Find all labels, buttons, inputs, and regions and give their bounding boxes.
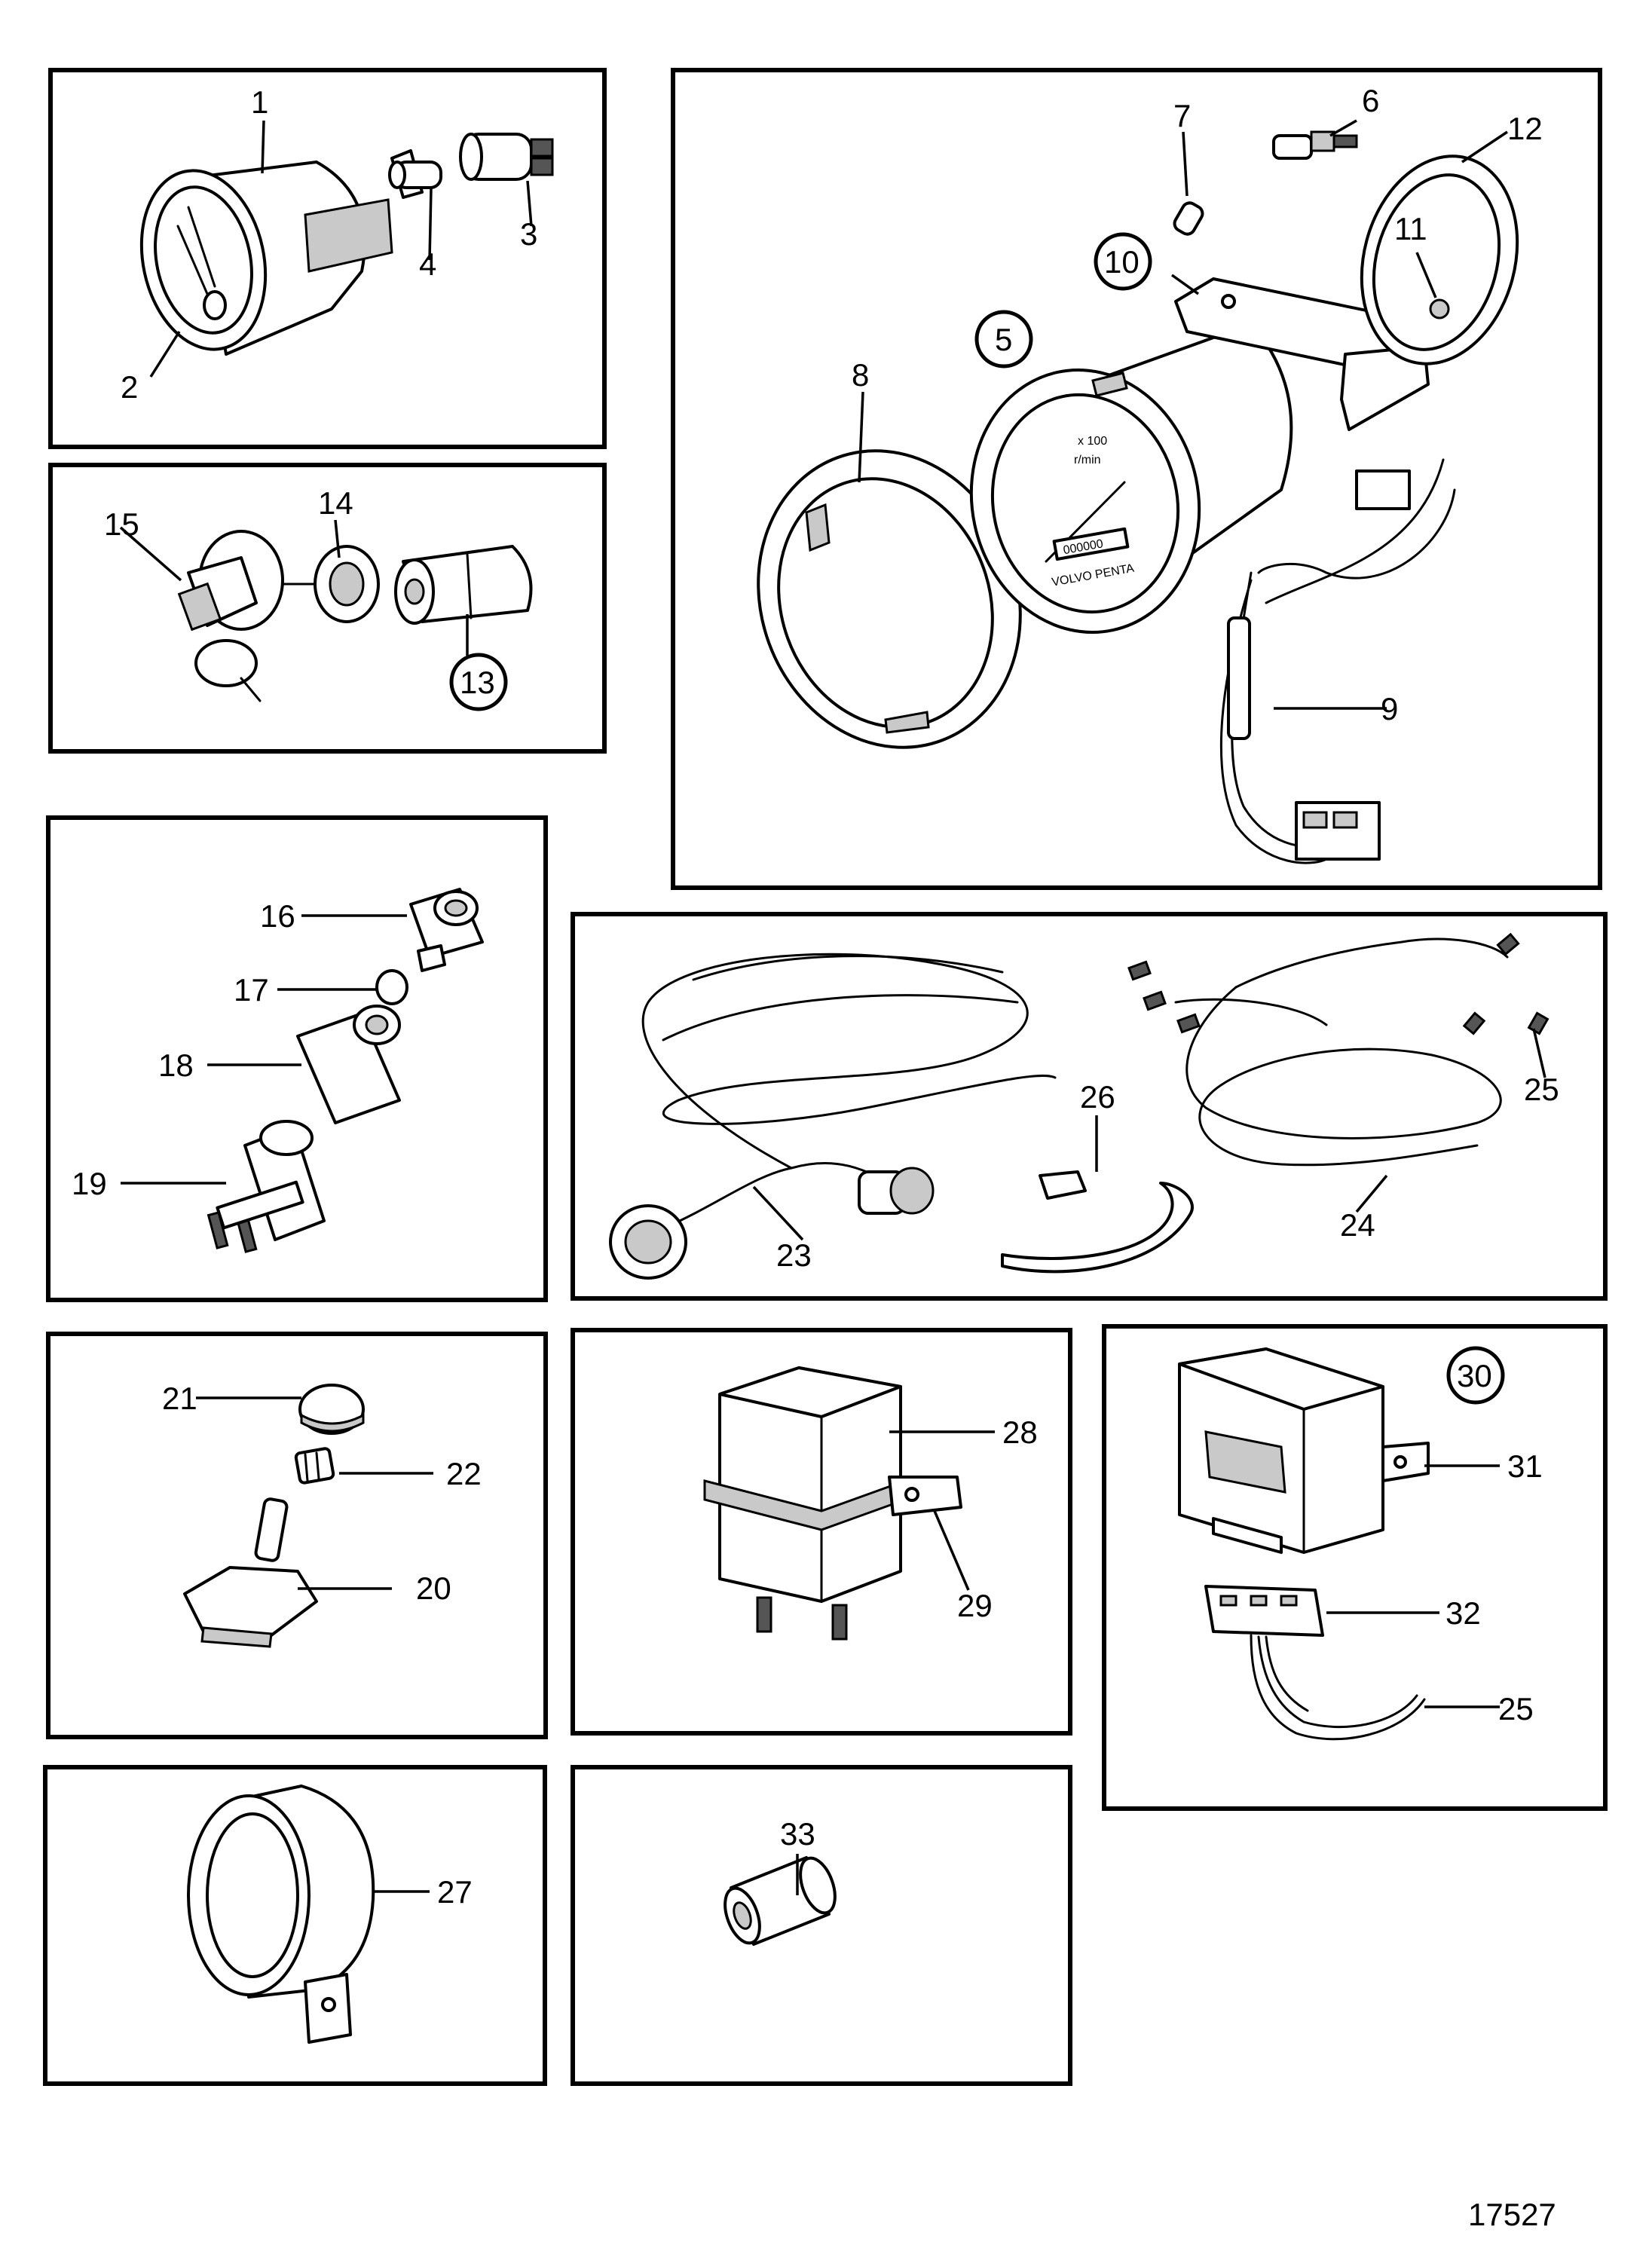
tachometer-ring-illustration: [757, 449, 1022, 749]
panel-relay: [571, 1328, 1072, 1736]
label-30: 30: [1457, 1358, 1492, 1393]
fuse-holder-illustration: [724, 1856, 837, 1946]
bulb-7-illustration: [1173, 201, 1204, 236]
label-15: 15: [104, 506, 139, 542]
label-21: 21: [162, 1381, 197, 1416]
panel-tachometer: [671, 68, 1602, 890]
label-32: 32: [1446, 1595, 1481, 1631]
cable-tie-26-illustration: [1001, 1170, 1194, 1274]
control-unit-illustration: [1178, 1347, 1430, 1741]
panel-indicator-lamp: [46, 815, 548, 1302]
label-19: 19: [72, 1166, 107, 1201]
label-13: 13: [460, 665, 495, 700]
wiring-harness-tacho-illustration: [1219, 458, 1456, 864]
key-switch-illustration: [177, 530, 533, 702]
panel-horn: [43, 1765, 547, 2086]
label-8: 8: [852, 357, 869, 393]
label-1: 1: [251, 84, 268, 120]
label-29: 29: [957, 1588, 993, 1623]
label-26: 26: [1080, 1079, 1115, 1115]
gauge-illustration: [139, 149, 424, 356]
panel-toggle-switch: [46, 1332, 548, 1739]
label-4: 4: [419, 246, 436, 282]
label-24: 24: [1340, 1207, 1375, 1243]
label-28: 28: [1002, 1414, 1038, 1450]
label-14: 14: [318, 485, 353, 521]
panel-key-switch: [48, 463, 607, 754]
label-9: 9: [1381, 691, 1398, 726]
label-33: 33: [780, 1816, 815, 1852]
label-7: 7: [1173, 98, 1191, 133]
panel-control-unit: [1102, 1324, 1608, 1811]
indicator-lamp-illustration: [206, 888, 484, 1253]
cable-harness-24-illustration: [1127, 932, 1550, 1167]
label-6: 6: [1362, 83, 1379, 118]
label-5: 5: [995, 322, 1012, 357]
mounting-bracket-illustration: [1174, 277, 1437, 431]
bulb-holder-6-illustration: [1272, 130, 1358, 160]
horn-illustration: [187, 1785, 375, 2044]
label-18: 18: [158, 1047, 194, 1083]
toggle-switch-illustration: [183, 1384, 365, 1648]
label-17: 17: [234, 972, 269, 1008]
tachometer-body-illustration: 000000 x 100 r/min VOLVO PENTA: [969, 323, 1293, 634]
label-22: 22: [446, 1456, 482, 1491]
label-31: 31: [1507, 1448, 1543, 1484]
dial-unit: r/min: [1074, 454, 1101, 466]
cable-harness-23-illustration: [609, 953, 1057, 1280]
panel-cable-harness: [571, 912, 1608, 1301]
label-10: 10: [1104, 244, 1140, 280]
label-25b: 25: [1498, 1691, 1534, 1726]
bulb-socket-illustration: [388, 133, 554, 189]
label-23: 23: [776, 1237, 812, 1273]
panel-gauge: [48, 68, 607, 449]
label-16: 16: [260, 898, 295, 934]
label-2: 2: [121, 369, 138, 405]
label-12: 12: [1507, 111, 1543, 146]
dial-scale: x 100: [1078, 435, 1107, 448]
label-3: 3: [520, 216, 537, 252]
label-11: 11: [1394, 211, 1427, 246]
label-27: 27: [437, 1874, 473, 1910]
relay-illustration: [703, 1366, 962, 1641]
label-25a: 25: [1524, 1072, 1559, 1107]
reference-number: 17527: [1468, 2197, 1556, 2232]
panel-fuse-holder: [571, 1765, 1072, 2086]
label-20: 20: [416, 1570, 451, 1606]
